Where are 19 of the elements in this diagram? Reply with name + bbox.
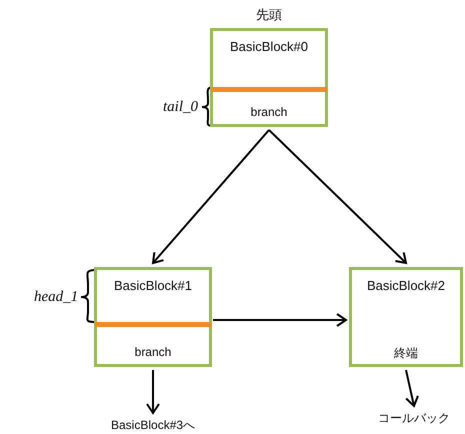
block-note: 終端 bbox=[394, 345, 418, 362]
block-title: BasicBlock#0 bbox=[230, 39, 308, 54]
range-label: tail_0 bbox=[163, 98, 198, 116]
block-title: BasicBlock#2 bbox=[366, 278, 446, 293]
arrow bbox=[146, 370, 160, 414]
target-label: コールバック bbox=[378, 410, 450, 426]
block-box bbox=[210, 28, 328, 127]
block-box bbox=[349, 267, 463, 367]
block-box bbox=[94, 267, 212, 367]
block-note: branch bbox=[134, 345, 172, 359]
target-label: BasicBlock#3へ bbox=[111, 416, 196, 434]
range-label: head_1 bbox=[34, 288, 78, 306]
arrow bbox=[152, 129, 270, 264]
arrow bbox=[268, 129, 407, 264]
heading-label: 先頭 bbox=[256, 6, 282, 24]
arrow bbox=[213, 313, 347, 327]
arrow bbox=[405, 370, 419, 407]
block-note: branch bbox=[250, 105, 288, 119]
block-title: BasicBlock#1 bbox=[114, 278, 192, 293]
